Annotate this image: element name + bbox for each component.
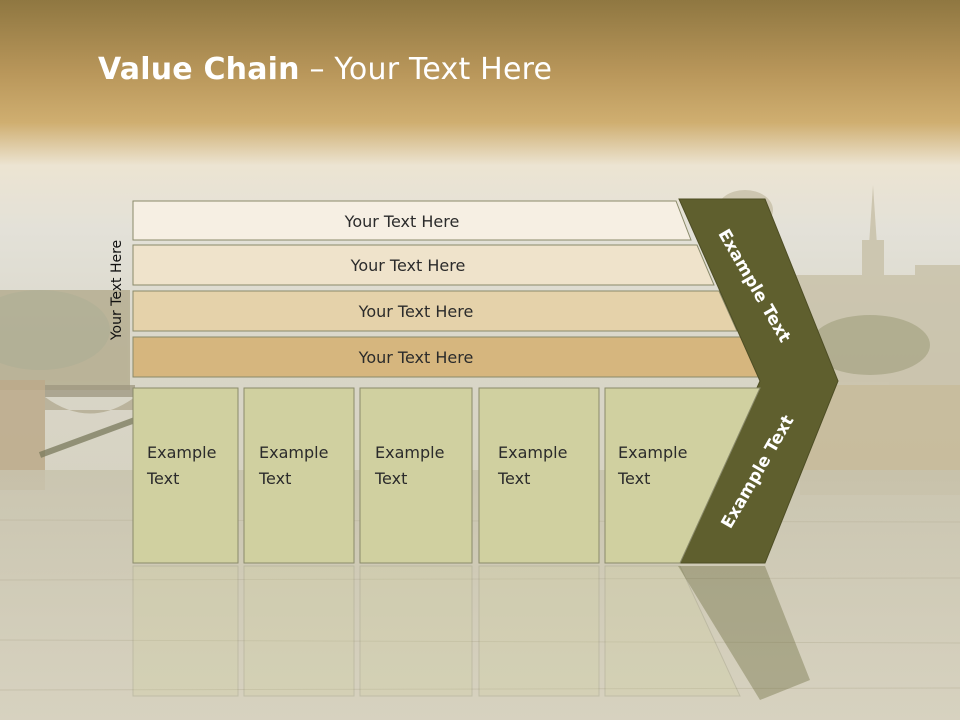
chevron-arrow <box>677 198 839 564</box>
box-shape-3 <box>359 387 473 564</box>
slide-title: Value Chain – Your Text Here <box>98 52 552 87</box>
box-1-label: Example Text <box>147 443 217 488</box>
box-5-label: Example Text <box>618 443 688 488</box>
box-4-label: Example Text <box>498 443 568 488</box>
box-shape-1 <box>132 387 239 564</box>
row-shape-2 <box>132 244 715 286</box>
row-2: Your Text Here <box>133 245 703 285</box>
box-3-label: Example Text <box>375 443 445 488</box>
title-rest: – Your Text Here <box>299 52 553 87</box>
row-1-label: Your Text Here <box>344 211 460 231</box>
box-2-label: Example Text <box>259 443 329 488</box>
box-shape-4 <box>478 387 600 564</box>
row-3-label: Your Text Here <box>358 301 474 321</box>
row-3: Your Text Here <box>133 291 719 331</box>
box-shape-5 <box>604 387 761 564</box>
row-shape-3 <box>132 290 738 332</box>
row-4-label: Your Text Here <box>358 347 474 367</box>
row-1: Your Text Here <box>133 201 691 241</box>
box-shape-2 <box>243 387 355 564</box>
side-label: Your Text Here <box>109 239 125 341</box>
row-2-label: Your Text Here <box>350 255 466 275</box>
row-shape-1 <box>132 200 692 241</box>
row-4: Your Text Here <box>133 337 719 377</box>
title-bold: Value Chain <box>98 52 300 87</box>
